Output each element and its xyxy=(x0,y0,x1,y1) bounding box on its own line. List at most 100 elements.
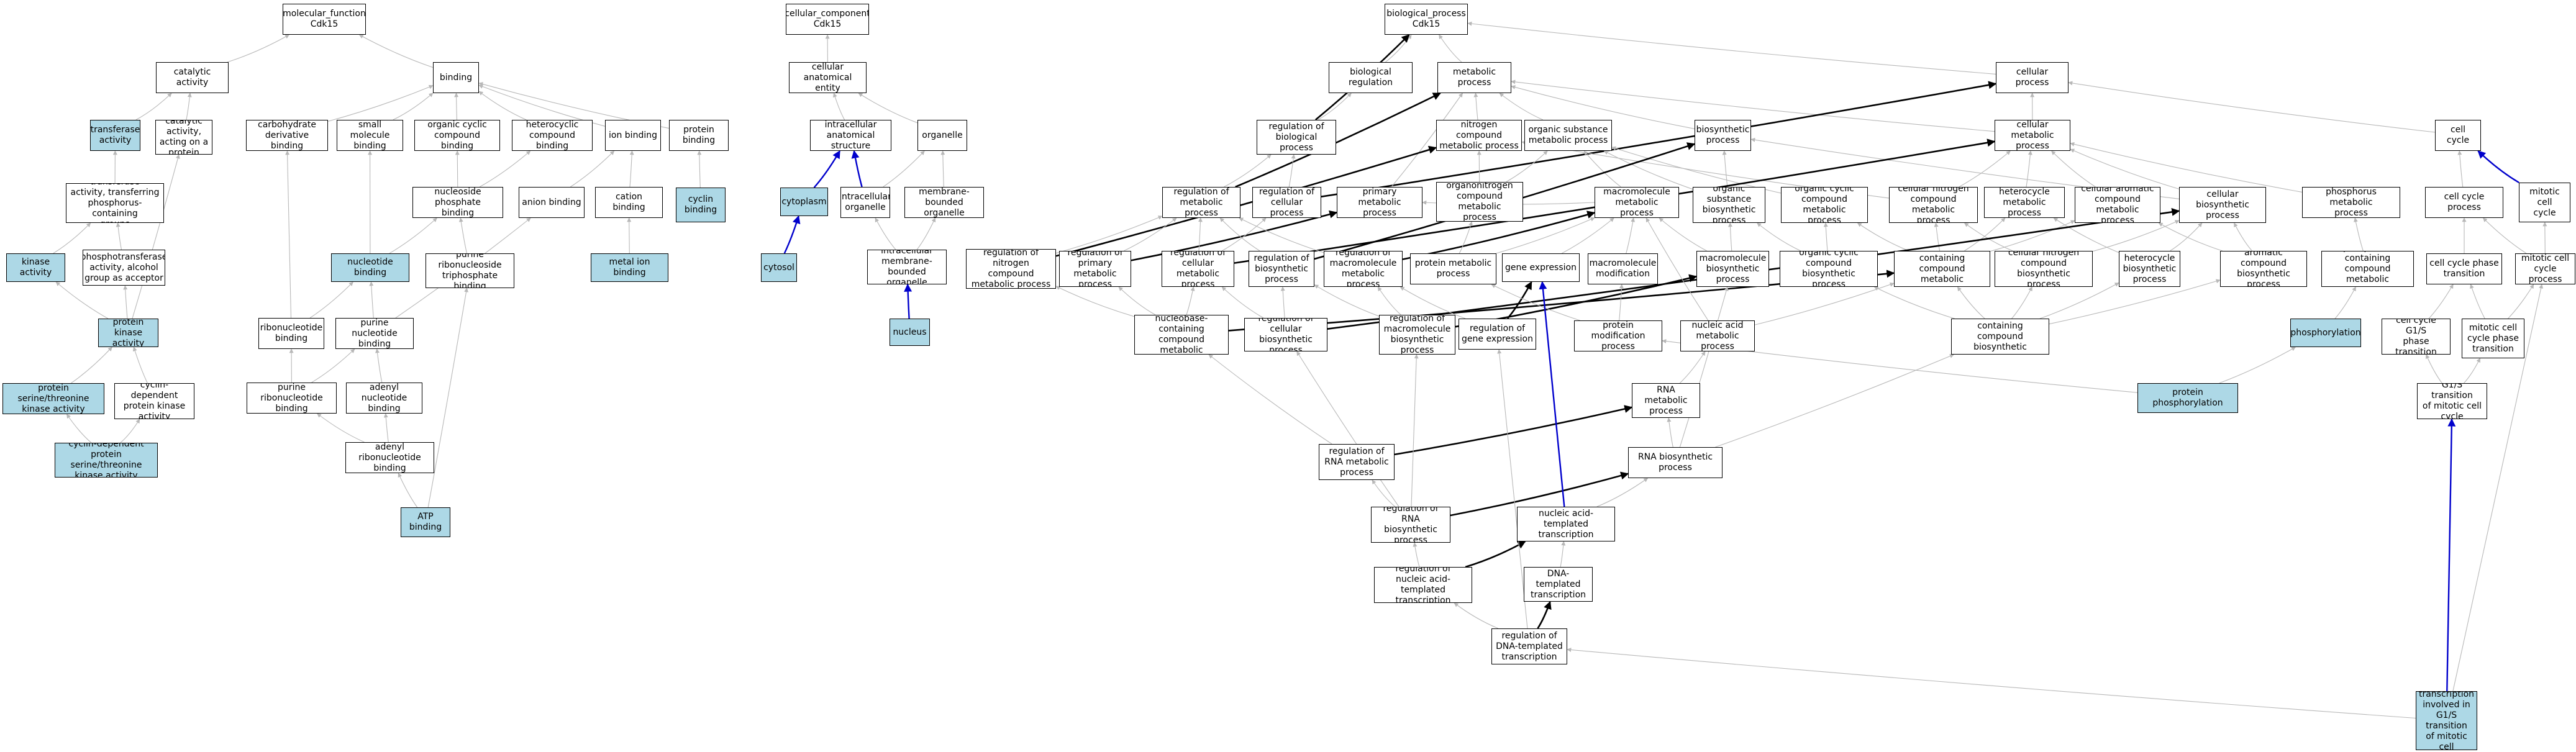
edge-regrnabiosyn-to-rnabiosyn xyxy=(1450,471,1629,517)
edge-ccproc-to-cellcycle xyxy=(2457,150,2464,188)
edge-regcellmetab-to-regcellproc xyxy=(1222,217,1267,251)
node-orgcyc: organic cyclic compound binding xyxy=(414,120,500,151)
node-cellproc: cellular process xyxy=(1996,62,2069,93)
edge-cycbind-to-protbind xyxy=(697,150,702,188)
node-regcellmetab: regulation of cellular metabolic process xyxy=(1162,251,1234,287)
node-purnuc: purine nucleotide binding xyxy=(335,318,414,349)
node-regncmp: regulation of nitrogen compound metaboli… xyxy=(966,249,1056,289)
edge-purribnuc-to-purnuc xyxy=(311,348,355,383)
edge-regbio-to-bioreg xyxy=(1318,93,1352,120)
edge-nbcmp-to-cncmp xyxy=(1934,222,1941,251)
edge-cellproc-to-bp xyxy=(1467,21,1996,75)
node-bioreg: biological regulation xyxy=(1329,62,1413,93)
node-nacidmp: nucleic acid metabolic process xyxy=(1680,320,1755,351)
edge-nbcbp-to-acmp xyxy=(2049,279,2221,325)
node-ncmp: nitrogen compound metabolic process xyxy=(1436,120,1522,151)
edge-protmetab-to-onmp xyxy=(1459,221,1473,254)
edge-regncmp-to-ncmp xyxy=(1055,145,1437,257)
node-ribonuc: ribonucleotide binding xyxy=(258,318,324,349)
node-intorg: intracellular organelle xyxy=(840,187,890,218)
node-ionbind: ion binding xyxy=(605,120,661,151)
edge-intorg-to-organelle xyxy=(883,150,925,188)
node-nucbind: nucleotide binding xyxy=(331,253,409,282)
edge-macrobiosyn-to-macromp xyxy=(1659,217,1707,251)
node-ccproc: cell cycle process xyxy=(2425,187,2503,218)
node-purribnuc: purine ribonucleotide binding xyxy=(247,383,337,414)
edge-catact-to-mf xyxy=(227,34,290,63)
edge-geneexp-to-macromp xyxy=(1562,217,1614,254)
edge-hetmp-to-cellmetab xyxy=(2026,150,2032,188)
edge-pcmp-to-phosmetab xyxy=(2354,217,2364,251)
edge-purribtri-to-nucphos xyxy=(458,217,468,254)
node-imbo: intracellular membrane-bounded organelle xyxy=(867,250,947,284)
edge-osmp-to-metab xyxy=(1499,93,1544,120)
edge-cncmp-to-cellmetab xyxy=(1959,150,2011,188)
node-acmp: aromatic compound biosynthetic process xyxy=(2220,251,2307,287)
edge-regmetab-to-regbio xyxy=(1224,154,1272,188)
edge-protmetab-to-macromp xyxy=(1496,217,1595,254)
node-protmetab: protein metabolic process xyxy=(1410,253,1496,284)
edge-protmod-to-macromod xyxy=(1619,284,1624,321)
node-transferase: transferase activity xyxy=(90,120,140,151)
node-ias: intracellular anatomical structure xyxy=(810,120,891,151)
node-nbcmp: nucleobase-containing compound metabolic… xyxy=(1894,251,1990,287)
node-cytosol: cytosol xyxy=(761,253,797,282)
edge-ocbp-to-ocmp xyxy=(1823,222,1828,251)
edge-cellbiosyn-to-cellmetab xyxy=(2070,148,2180,189)
node-camp: cellular aromatic compound metabolic pro… xyxy=(2075,187,2160,223)
edge-dnatt-to-natt xyxy=(1560,541,1566,568)
edge-photrans-to-trphos xyxy=(116,222,122,250)
edge-nbcbp-to-nbcmp xyxy=(1957,286,1985,319)
node-primmetab: primary metabolic process xyxy=(1337,187,1422,218)
node-anion: anion binding xyxy=(519,187,585,218)
node-hetbiosyn: heterocycle biosynthetic process xyxy=(2119,251,2180,287)
edge-g1smit-to-mitccpt xyxy=(2464,358,2481,384)
edge-acmp-to-camp xyxy=(2158,222,2223,251)
edge-pkinase-to-photrans xyxy=(123,285,128,319)
edge-regmetab-to-metab xyxy=(1235,92,1441,188)
edge-regrnabiosyn-to-regrnamp xyxy=(1372,479,1396,507)
node-hetmp: heterocycle metabolic process xyxy=(1984,187,2065,218)
edge-cdpk-to-pkinase xyxy=(132,347,148,384)
edge-bioreg-to-bp xyxy=(1385,34,1412,63)
edge-phosph-to-pcmp xyxy=(2334,286,2356,319)
edge-natt-to-rnabiosyn xyxy=(1596,478,1649,507)
node-macromod: macromolecule modification xyxy=(1588,253,1658,284)
node-nucleus: nucleus xyxy=(890,319,930,346)
node-mbo: membrane-bounded organelle xyxy=(904,187,984,218)
edge-cytoplasm-to-ias xyxy=(813,150,841,188)
node-natt: nucleic acid-templated transcription xyxy=(1517,507,1615,541)
edge-regprim-to-regmetab xyxy=(1124,217,1177,251)
node-purribtri: purine ribonucleoside triphosphate bindi… xyxy=(426,253,514,288)
edge-regcellbiosyn-to-regcellmetab xyxy=(1221,286,1264,319)
edge-regbiosyn-to-regmetab xyxy=(1219,217,1260,251)
edge-nacidmp-to-macromp xyxy=(1645,217,1709,321)
edge-purnuc-to-nucbind xyxy=(369,281,374,319)
node-cycbind: cyclin binding xyxy=(676,188,726,222)
edge-regdnatt-to-dnatt xyxy=(1537,600,1552,629)
edge-carbbind-to-binding xyxy=(327,84,434,122)
edge-regcellbiosyn-to-regbiosyn xyxy=(1280,286,1285,319)
node-ccg1s: cell cycle G1/S phase transition xyxy=(2382,319,2451,355)
node-regbio: regulation of biological process xyxy=(1257,120,1336,155)
edge-hetbiosyn-to-hetmp xyxy=(2053,217,2119,253)
node-binding: binding xyxy=(433,62,479,93)
edge-atp-to-purribtri xyxy=(427,288,468,508)
node-phosph: phosphorylation xyxy=(2290,319,2361,347)
edge-cellcycle-to-cellproc xyxy=(2068,81,2436,133)
node-adenyl: adenyl nucleotide binding xyxy=(346,383,422,414)
edge-hetbind-to-binding xyxy=(478,91,527,120)
node-mitcc: mitotic cell cycle xyxy=(2519,183,2570,222)
node-regbiosyn: regulation of biosynthetic process xyxy=(1249,251,1314,287)
edge-regdnatt-to-reggeneexp xyxy=(1497,349,1528,629)
node-cation: cation binding xyxy=(595,187,663,218)
node-geneexp: gene expression xyxy=(1502,253,1580,282)
edge-cellmetab-to-metab xyxy=(1511,79,1995,132)
edge-regrnamp-to-rnamp xyxy=(1394,405,1633,456)
node-protbind: protein binding xyxy=(669,120,729,151)
node-onmp: organonitrogen compound metabolic proces… xyxy=(1436,182,1523,222)
edge-regrnabiosyn-to-regmacrobiosyn xyxy=(1411,354,1419,507)
node-cncbp: cellular nitrogen compound biosynthetic … xyxy=(1995,251,2093,287)
edge-reggeneexp-to-regmacromp xyxy=(1400,286,1466,319)
edge-hetbiosyn-to-cellbiosyn xyxy=(2170,222,2203,251)
